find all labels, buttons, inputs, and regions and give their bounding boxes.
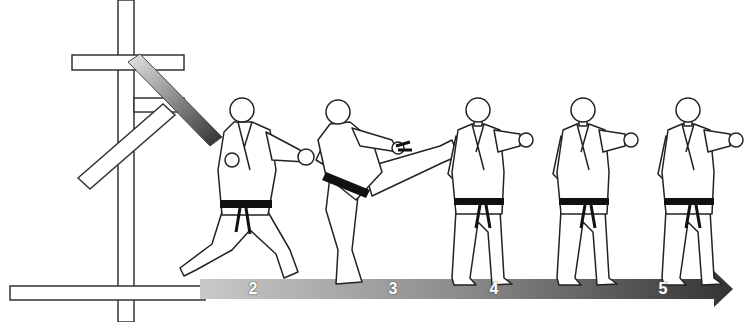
step-number: 3 <box>389 279 398 299</box>
karateka-kick <box>396 142 412 150</box>
karateka-punch <box>448 98 533 285</box>
step-number: 5 <box>659 279 668 299</box>
step-number: 2 <box>249 279 258 299</box>
karateka-kick <box>352 128 398 152</box>
karateka-kick <box>322 172 370 198</box>
wooden-frame <box>78 104 175 189</box>
karateka-kick <box>316 100 458 284</box>
karateka-stance <box>225 153 239 167</box>
karateka-stance <box>180 98 314 278</box>
karateka-stance <box>298 149 314 165</box>
striking-stick <box>128 54 222 146</box>
wooden-frame <box>10 0 205 322</box>
karateka-stance <box>236 208 250 234</box>
karateka-stance <box>238 122 252 170</box>
wooden-frame <box>10 286 205 300</box>
karateka-punch <box>553 98 638 285</box>
step-number: 4 <box>490 279 499 299</box>
karateka-stance <box>230 98 254 122</box>
karateka-kick <box>326 100 350 124</box>
karateka-punch <box>658 98 743 285</box>
karateka-stance <box>220 200 272 208</box>
